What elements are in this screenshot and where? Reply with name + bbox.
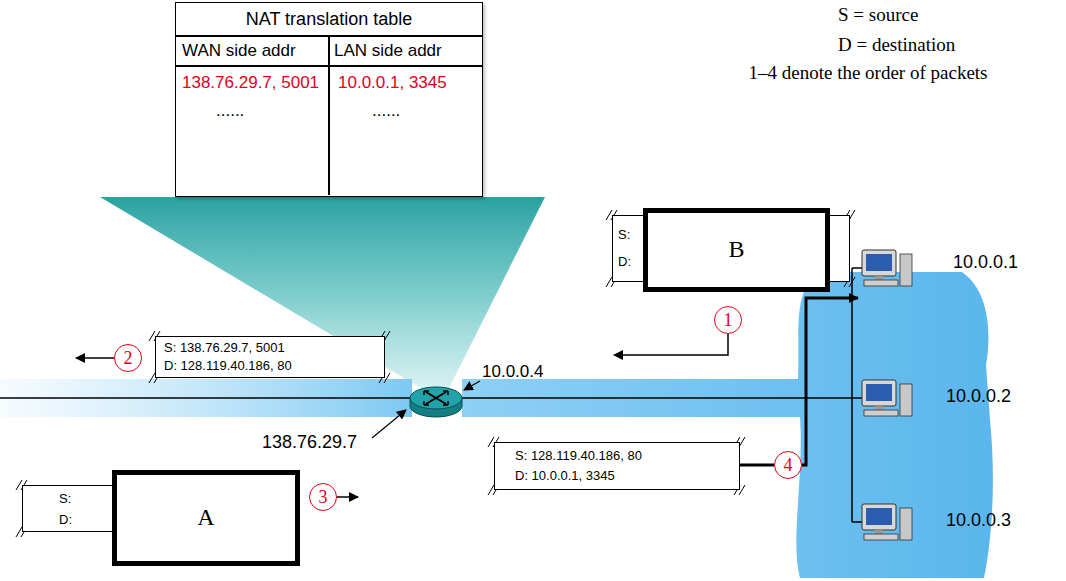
packet-field: S: xyxy=(618,228,630,243)
callout-number: 4 xyxy=(784,455,793,476)
delivery-path xyxy=(802,298,858,465)
answer-box: B xyxy=(643,208,830,292)
answer-box: A xyxy=(112,470,300,566)
legend-note: S = source xyxy=(838,4,918,26)
lan-link xyxy=(460,397,862,399)
wan-link xyxy=(0,397,412,399)
ip-address: 10.0.0.1 xyxy=(953,252,1018,273)
computer-icon xyxy=(862,250,912,540)
direction-arrow xyxy=(337,496,358,498)
table-rule xyxy=(328,35,330,195)
table-cell: WAN side addr xyxy=(182,41,296,61)
callout-number: 2 xyxy=(124,348,133,369)
packet-field: D: 128.119.40.186, 80 xyxy=(164,359,292,374)
packet-field: S: 138.76.29.7, 5001 xyxy=(164,341,285,356)
table-cell: 138.76.29.7, 5001 xyxy=(182,73,319,93)
table-cell: NAT translation table xyxy=(176,9,482,30)
pointer-arrow xyxy=(464,381,480,390)
legend-note: D = destination xyxy=(838,34,955,56)
packet-field: S: xyxy=(59,492,71,507)
callout-circle: 3 xyxy=(309,483,337,511)
ip-address: 138.76.29.7 xyxy=(262,432,357,453)
ip-address: 10.0.0.2 xyxy=(946,386,1011,407)
callout-number: 1 xyxy=(724,310,733,331)
table-cell: 10.0.0.1, 3345 xyxy=(338,73,447,93)
box-letter: A xyxy=(197,504,214,532)
packet-field: S: 128.119.40.186, 80 xyxy=(515,449,642,464)
callout-number: 3 xyxy=(319,487,328,508)
lan-region xyxy=(462,272,993,578)
table-cell: LAN side addr xyxy=(334,41,442,61)
callout-circle: 4 xyxy=(774,451,802,479)
ip-address: 10.0.0.4 xyxy=(482,362,543,382)
ip-address: 10.0.0.3 xyxy=(946,510,1011,531)
box-letter: B xyxy=(728,236,744,264)
legend-note: 1–4 denote the order of packets xyxy=(748,62,988,84)
packet-field: D: xyxy=(59,513,72,528)
callout-circle: 1 xyxy=(714,306,742,334)
packet-frame: S: 128.119.40.186, 80 D: 10.0.0.1, 3345 xyxy=(494,442,740,490)
router-symbol xyxy=(410,387,462,417)
zoom-cone xyxy=(100,197,545,390)
wan-band xyxy=(0,379,412,417)
table-cell: ...... xyxy=(216,101,244,121)
pointer-arrow xyxy=(372,410,406,438)
lan-bus xyxy=(851,268,853,522)
direction-arrow xyxy=(76,357,114,359)
packet-field: D: xyxy=(618,255,631,270)
nat-table: NAT translation tableWAN side addr LAN si… xyxy=(175,2,483,197)
packet-frame: S: 138.76.29.7, 5001 D: 128.119.40.186, 8… xyxy=(155,336,385,378)
callout-circle: 2 xyxy=(114,344,142,372)
lan-drop xyxy=(852,521,862,523)
lan-drop xyxy=(852,267,862,269)
direction-arrow xyxy=(614,334,728,355)
packet-link xyxy=(740,464,774,467)
table-cell: ...... xyxy=(372,101,400,121)
packet-field: D: 10.0.0.1, 3345 xyxy=(515,469,615,484)
